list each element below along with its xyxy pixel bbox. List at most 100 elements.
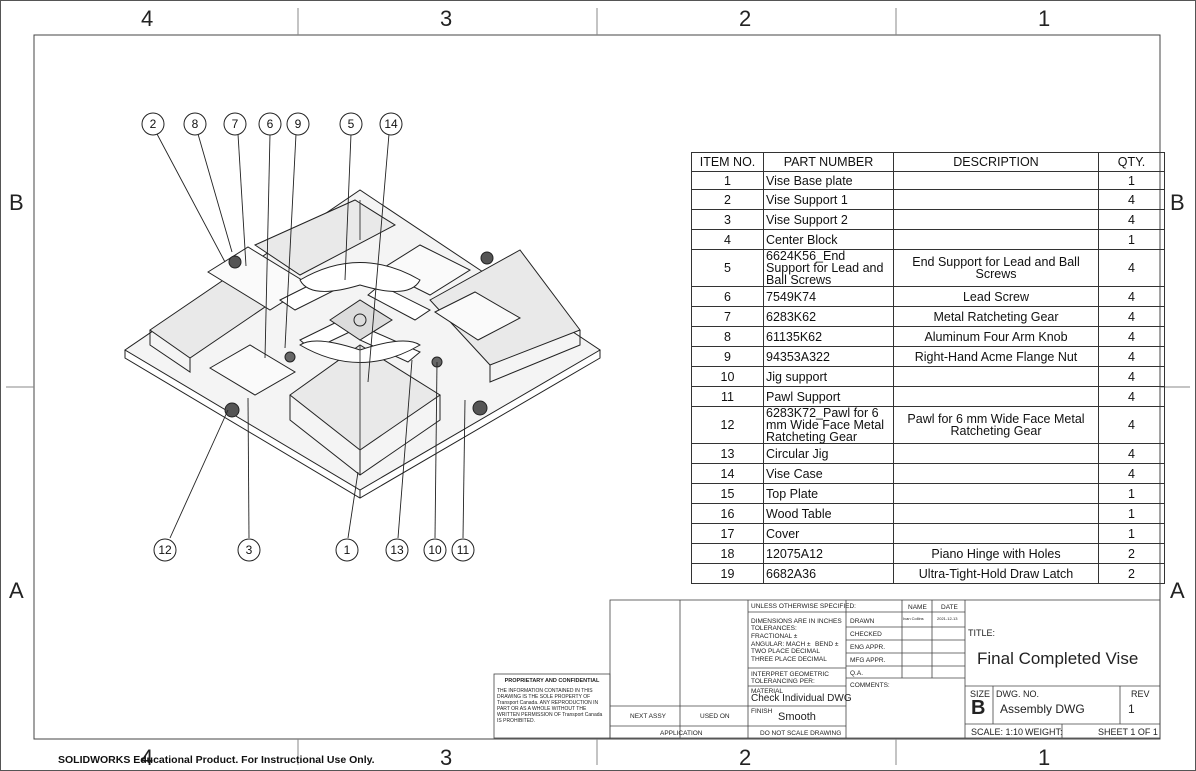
tb-checked-label: CHECKED [850,631,882,638]
zone-top-3: 3 [440,6,453,31]
tb-bend: BEND ± [815,641,839,648]
tb-name-header: NAME [908,604,927,611]
tb-fractional: FRACTIONAL ± [751,633,798,640]
tb-tolerances: TOLERANCES: [751,625,797,632]
bom-cell-part-number: 6682A36 [763,563,894,584]
zone-left-b: B [9,190,24,215]
bom-cell-qty: 4 [1098,249,1165,287]
zone-right-b: B [1170,190,1185,215]
tb-finish-label: FINISH [751,708,773,715]
tb-sheet: SHEET 1 OF 1 [1098,727,1158,737]
educational-watermark: SOLIDWORKS Educational Product. For Inst… [58,754,375,766]
callout-balloon: 11 [456,543,470,557]
tb-finish-value: Smooth [778,711,816,723]
bom-cell-item: 5 [691,249,764,287]
tb-used-on: USED ON [700,713,730,720]
knob-nw [228,255,242,269]
bom-cell-part-number: 61135K62 [763,326,894,347]
bom-cell-part-number: Vise Base plate [763,171,894,190]
zone-right-a: A [1170,578,1185,603]
zone-bottom-1: 1 [1038,745,1051,770]
tb-application: APPLICATION [660,730,703,737]
tb-angular: ANGULAR: MACH ± [751,641,811,648]
zone-bottom-3: 3 [440,745,453,770]
zone-bottom-2: 2 [739,745,752,770]
tb-size-label: SIZE [970,689,991,699]
callout-balloon: 8 [191,117,199,131]
tb-material-label: MATERIAL [751,688,784,695]
tb-do-not-scale: DO NOT SCALE DRAWING [760,730,842,737]
callout-balloon: 2 [149,117,157,131]
tb-mfg-appr-label: MFG APPR. [850,657,886,664]
bom-cell-part-number: 6283K72_Pawl for 6 mm Wide Face Metal Ra… [763,406,894,444]
bom-cell-part-number: Vise Case [763,463,894,484]
callout-balloon: 1 [343,543,351,557]
callout-balloon: 7 [231,117,239,131]
tb-proprietary-title: PROPRIETARY AND CONFIDENTIAL [504,678,600,684]
tb-qa-label: Q.A. [850,670,864,677]
bom-cell-part-number: 6624K56_End Support for Lead and Ball Sc… [763,249,894,287]
tb-drawn-label: DRAWN [850,618,875,625]
tb-title-value: Final Completed Vise [977,649,1139,668]
callout-balloon: 12 [158,543,172,557]
bom-cell-part-number: Center Block [763,229,894,250]
tb-scale: SCALE: 1:10 [971,727,1024,737]
bom-cell-qty: 2 [1098,563,1165,584]
bom-cell-description: Pawl for 6 mm Wide Face Metal Ratcheting… [893,406,1099,444]
bom-cell-part-number: 94353A322 [763,346,894,367]
tb-drawn-name: Ivan Collins [903,616,924,621]
bom-cell-description: Piano Hinge with Holes [893,543,1099,564]
bom-cell-part-number: Top Plate [763,483,894,504]
bom-cell-part-number: Jig support [763,366,894,387]
tb-size-value: B [971,697,986,719]
bom-cell-item: 19 [691,563,764,584]
tb-dwg-no-value: Assembly DWG [1000,702,1085,716]
callout-balloon: 9 [294,117,302,131]
tb-rev-label: REV [1131,689,1150,699]
tb-two-place: TWO PLACE DECIMAL [751,648,820,655]
tb-weight: WEIGHT: [1025,727,1063,737]
tb-eng-appr-label: ENG APPR. [850,644,886,651]
assembly-isometric-view [124,112,601,562]
bom-cell-description: Lead Screw [893,286,1099,307]
zone-top-4: 4 [141,6,154,31]
callout-balloon: 14 [384,117,398,131]
callout-labels: 2 8 7 6 9 5 14 12 3 1 13 10 11 [110,110,610,580]
zone-top-2: 2 [739,6,752,31]
bom-cell-qty: 4 [1098,326,1165,347]
tb-next-assy: NEXT ASSY [630,713,667,720]
callout-balloon: 5 [347,117,355,131]
bom-cell-description: Ultra-Tight-Hold Draw Latch [893,563,1099,584]
tb-dimensions-note: DIMENSIONS ARE IN INCHES [751,618,842,625]
callout-balloon: 10 [428,543,442,557]
tb-interpret: INTERPRET GEOMETRIC TOLERANCING PER: [751,671,829,685]
tb-dwg-no-label: DWG. NO. [996,689,1039,699]
tb-date-header: DATE [941,604,958,611]
zone-bottom-4: 4 [141,745,154,770]
tb-drawn-date: 2021-12-13 [937,616,958,621]
bom-header-item: ITEM NO. [691,152,764,172]
callout-balloon: 13 [390,543,404,557]
tb-comments-label: COMMENTS: [850,682,890,689]
zone-left-a: A [9,578,24,603]
tb-unless-specified: UNLESS OTHERWISE SPECIFIED: [751,603,856,610]
bom-cell-qty: 4 [1098,386,1165,407]
tb-proprietary-body: THE INFORMATION CONTAINED IN THIS DRAWIN… [497,688,603,724]
tb-title-label: TITLE: [968,628,996,638]
tb-material-value: Check Individual DWG [751,693,852,704]
zone-top-1: 1 [1038,6,1051,31]
callout-balloon: 6 [266,117,274,131]
